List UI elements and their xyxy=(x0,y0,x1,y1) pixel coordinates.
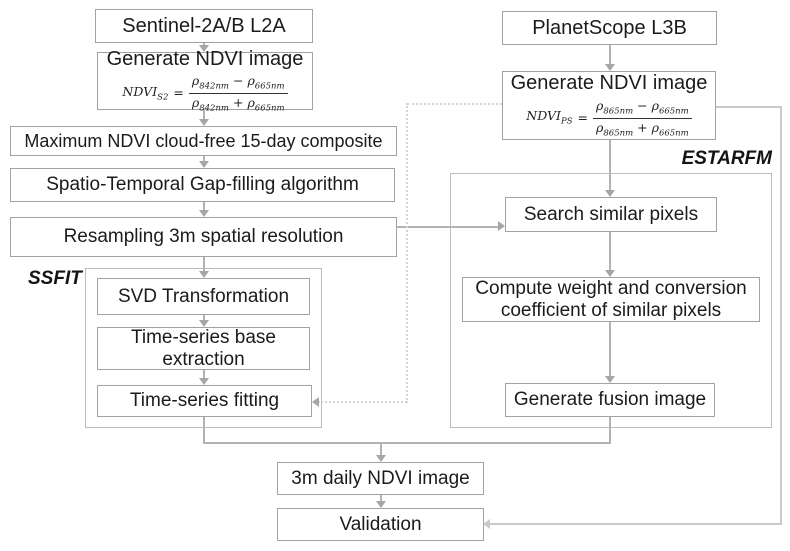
dotted-connector-side xyxy=(406,103,408,403)
connector-daily-to-validation xyxy=(380,495,382,502)
ndvi-ps-formula: NDVIPS = ρ865nm − ρ665nm ρ865nm + ρ665nm xyxy=(526,98,692,139)
connector-tsbase-to-tsfit xyxy=(203,370,205,379)
connector-psndvi-to-validation-top xyxy=(716,106,782,108)
connector-compute-to-fusion xyxy=(609,322,611,377)
node-fusion-label: Generate fusion image xyxy=(513,389,707,411)
arrowhead-down-icon xyxy=(376,501,386,508)
arrowhead-down-icon xyxy=(199,210,209,217)
connector-sentinel-to-ndvi xyxy=(203,43,205,46)
arrowhead-down-icon xyxy=(199,378,209,385)
formula-equals: = xyxy=(577,109,589,125)
estarfm-group-label: ESTARFM xyxy=(681,148,772,169)
node-validation: Validation xyxy=(277,508,484,541)
node-sentinel-label: Sentinel-2A/B L2A xyxy=(122,14,286,37)
connector-merge-to-daily xyxy=(380,442,382,456)
arrowhead-down-icon xyxy=(199,161,209,168)
arrowhead-down-icon xyxy=(376,455,386,462)
connector-gapfill-to-resampling xyxy=(203,202,205,211)
node-search-pixels: Search similar pixels xyxy=(505,197,717,232)
formula-lhs: NDVIPS xyxy=(526,108,573,127)
node-ts-fitting-label: Time-series fitting xyxy=(129,390,280,412)
node-resampling-label: Resampling 3m spatial resolution xyxy=(63,226,344,248)
formula-fraction: ρ865nm − ρ665nm ρ865nm + ρ665nm xyxy=(593,98,692,139)
connector-resampling-to-svd xyxy=(203,257,205,272)
arrowhead-down-icon xyxy=(605,270,615,277)
estarfm-group-box xyxy=(450,173,772,428)
connector-psndvi-to-validation-bottom xyxy=(490,523,781,525)
node-validation-label: Validation xyxy=(339,513,422,535)
connector-psndvi-to-validation-side xyxy=(780,106,782,525)
connector-merge-line xyxy=(203,442,611,444)
connector-search-to-compute xyxy=(609,232,611,271)
ssfit-group-label: SSFIT xyxy=(28,268,82,289)
connector-fusion-to-merge xyxy=(609,417,611,443)
dotted-connector-bottom xyxy=(318,401,407,403)
formula-fraction: ρ842nm − ρ665nm ρ842nm + ρ665nm xyxy=(188,73,288,114)
connector-composite-to-gapfill xyxy=(203,155,205,162)
connector-ndvi-to-composite xyxy=(203,110,205,120)
node-planetscope: PlanetScope L3B xyxy=(502,11,717,45)
node-generate-ndvi-s2: Generate NDVI image NDVIS2 = ρ842nm − ρ6… xyxy=(97,48,313,114)
node-generate-ndvi-ps-label: Generate NDVI image xyxy=(510,72,708,95)
node-compute-weight: Compute weight and conversion coefficien… xyxy=(462,277,760,322)
arrowhead-down-icon xyxy=(605,190,615,197)
ndvi-s2-formula: NDVIS2 = ρ842nm − ρ665nm ρ842nm + ρ665nm xyxy=(122,73,288,114)
node-ts-fitting: Time-series fitting xyxy=(97,385,312,417)
node-planetscope-label: PlanetScope L3B xyxy=(532,16,687,39)
node-compute-weight-label: Compute weight and conversion coefficien… xyxy=(475,277,747,321)
arrowhead-down-icon xyxy=(199,45,209,52)
node-gap-filling-label: Spatio-Temporal Gap-filling algorithm xyxy=(46,174,359,196)
arrowhead-down-icon xyxy=(199,320,209,327)
node-gap-filling: Spatio-Temporal Gap-filling algorithm xyxy=(10,168,395,202)
arrowhead-down-icon xyxy=(199,119,209,126)
node-ts-base: Time-series base extraction xyxy=(97,327,310,370)
node-svd: SVD Transformation xyxy=(97,278,310,315)
node-sentinel: Sentinel-2A/B L2A xyxy=(95,9,313,43)
node-generate-ndvi-ps: Generate NDVI image NDVIPS = ρ865nm − ρ6… xyxy=(502,71,716,140)
connector-resampling-to-search xyxy=(397,226,498,228)
formula-equals: = xyxy=(173,85,184,101)
node-max-composite: Maximum NDVI cloud-free 15-day composite xyxy=(10,126,397,156)
connector-planetscope-to-ndvi xyxy=(609,45,611,65)
node-search-pixels-label: Search similar pixels xyxy=(523,203,699,225)
node-resampling: Resampling 3m spatial resolution xyxy=(10,217,397,257)
node-fusion: Generate fusion image xyxy=(505,383,715,417)
formula-lhs: NDVIS2 xyxy=(122,83,169,103)
dotted-connector-top xyxy=(407,103,502,105)
node-daily-ndvi-label: 3m daily NDVI image xyxy=(291,467,470,489)
arrowhead-down-icon xyxy=(605,64,615,71)
arrowhead-down-icon xyxy=(605,376,615,383)
node-svd-label: SVD Transformation xyxy=(117,285,290,307)
connector-ndvi-to-search xyxy=(609,140,611,191)
node-daily-ndvi: 3m daily NDVI image xyxy=(277,462,484,495)
connector-svd-to-tsbase xyxy=(203,315,205,321)
connector-tsfit-to-merge xyxy=(203,417,205,444)
arrowhead-down-icon xyxy=(199,271,209,278)
arrowhead-left-icon xyxy=(312,397,319,407)
node-max-composite-label: Maximum NDVI cloud-free 15-day composite xyxy=(24,130,383,151)
arrowhead-left-icon xyxy=(483,519,490,529)
node-generate-ndvi-s2-label: Generate NDVI image xyxy=(106,47,304,70)
arrowhead-right-icon xyxy=(498,221,505,231)
node-ts-base-label: Time-series base extraction xyxy=(130,326,276,370)
